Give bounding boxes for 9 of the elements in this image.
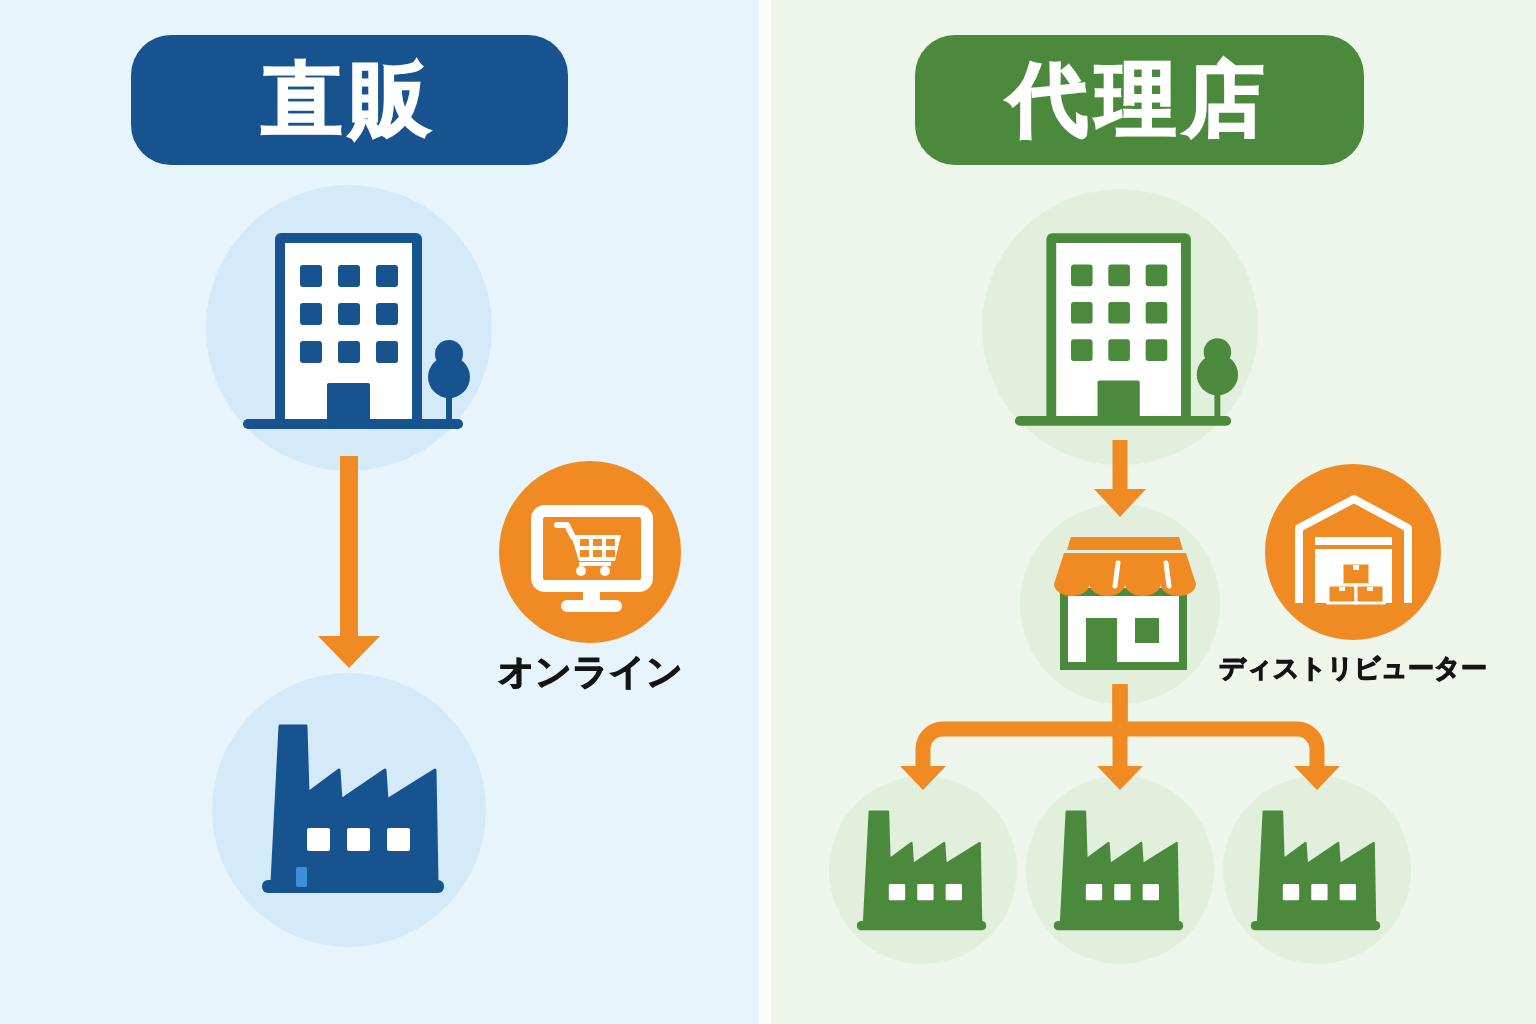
heading-text: 直販 [261, 56, 438, 144]
arrow [1112, 684, 1340, 790]
heading-banner [131, 35, 568, 165]
heading-banner [915, 35, 1364, 165]
arrow [318, 456, 380, 668]
heading-text: 代理店 [1007, 56, 1272, 144]
icon-caption: オンライン [497, 651, 683, 693]
icon-caption: ディストリビューター [1219, 654, 1487, 684]
arrow [1094, 440, 1146, 517]
